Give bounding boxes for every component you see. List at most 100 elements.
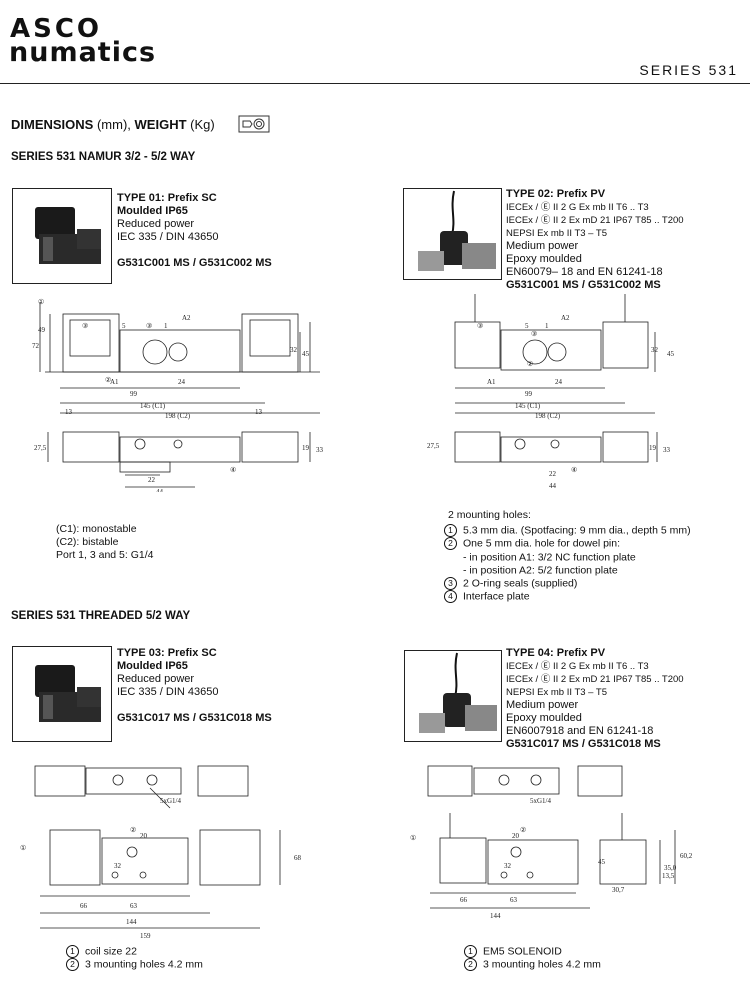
type04-line6: EN6007918 and EN 61241-18 — [506, 725, 654, 737]
dimensions-label: DIMENSIONS — [11, 117, 94, 132]
type03-line1: Reduced power — [117, 673, 195, 685]
type04-title: TYPE 04: Prefix PV — [506, 647, 606, 659]
type01-dimension-label: 49 — [38, 326, 46, 334]
type01-dimension-label: 198 (C2) — [165, 412, 191, 420]
mounting-note-text: - in position A1: 3/2 NC function plate — [463, 550, 636, 563]
type02-dimension-label: 33 — [663, 446, 671, 454]
series-title: SERIES 531 — [639, 62, 738, 78]
mounting-title: 2 mounting holes: — [448, 509, 531, 521]
type04-dimension-label: 144 — [490, 912, 501, 920]
type01-dimension-label: 13 — [255, 408, 263, 416]
weight-unit: (Kg) — [190, 117, 215, 132]
type02-dimension-label: A2 — [561, 314, 570, 322]
type01-codes: G531C001 MS / G531C002 MS — [117, 257, 272, 269]
type04-dimension-label: 66 — [460, 896, 468, 904]
type03-dimension-label: 20 — [140, 832, 148, 840]
type02-info: TYPE 02: Prefix PV IECEx / Ⓔ II 2 G Ex m… — [506, 188, 746, 292]
type02-line3: NEPSI Ex mb II T3 – T5 — [506, 228, 608, 239]
product-photo-type02 — [403, 188, 502, 280]
weight-label: WEIGHT — [134, 117, 187, 132]
type04-dimension-label: 32 — [504, 862, 512, 870]
brand-logo-numatics: numatics — [9, 37, 157, 68]
page-title: DIMENSIONS (mm), WEIGHT (Kg) — [11, 117, 215, 132]
type02-line4: Medium power — [506, 240, 579, 252]
note-ports: Port 1, 3 and 5: G1/4 — [56, 549, 154, 561]
type01-dimension-label: ④ — [230, 466, 236, 474]
type04-dimension-label: 20 — [512, 832, 520, 840]
type01-dimension-label: 24 — [178, 378, 186, 386]
type04-line5: Epoxy moulded — [506, 712, 582, 724]
notes-left-section1: (C1): monostable (C2): bistable Port 1, … — [56, 523, 153, 562]
type03-dimension-label: 32 — [114, 862, 122, 870]
type04-line3: NEPSI Ex mb II T3 – T5 — [506, 687, 608, 698]
type01-dimension-label: 33 — [316, 446, 324, 454]
type03-info: TYPE 03: Prefix SC Moulded IP65 Reduced … — [117, 647, 347, 725]
type02-dimension-label: 44 — [549, 482, 557, 490]
mounting-note-text: 5.3 mm dia. (Spotfacing: 9 mm dia., dept… — [463, 524, 691, 537]
type02-dimension-label: ④ — [571, 466, 577, 474]
type01-dimension-label: A2 — [182, 314, 191, 322]
type03-title: TYPE 03: Prefix SC — [117, 647, 217, 659]
type01-title: TYPE 01: Prefix SC — [117, 192, 217, 204]
note-c1: (C1): monostable — [56, 523, 137, 535]
mounting-notes: 1 5.3 mm dia. (Spotfacing: 9 mm dia., dep… — [444, 524, 691, 604]
type04-dimension-label: 5xG1/4 — [530, 797, 552, 805]
type04-codes: G531C017 MS / G531C018 MS — [506, 738, 661, 750]
type01-line1: Reduced power — [117, 218, 195, 230]
mounting-note-text: Interface plate — [463, 590, 530, 603]
product-photo-type03 — [12, 646, 112, 742]
type04-line4: Medium power — [506, 699, 579, 711]
type03-dimension-label: 68 — [294, 854, 302, 862]
type01-line2: IEC 335 / DIN 43650 — [117, 231, 219, 243]
weight-icon — [238, 115, 270, 133]
type01-dimension-label: ② — [105, 376, 111, 384]
type03-subtitle: Moulded IP65 — [117, 660, 188, 672]
type02-dimension-label: 22 — [549, 470, 557, 478]
callout-number-icon: 1 — [444, 524, 457, 537]
type02-dimension-label: 24 — [555, 378, 563, 386]
type03-dimension-label: 63 — [130, 902, 138, 910]
product-photo-type01 — [12, 188, 112, 284]
type01-dimension-label: 19 — [302, 444, 310, 452]
type04-dimension-label: 60,2 — [680, 852, 693, 860]
callout-number-icon: 1 — [66, 945, 79, 958]
type01-dimension-label: A1 — [110, 378, 119, 386]
type01-dimension-label: 5 — [122, 322, 126, 330]
type01-dimension-label: 13 — [65, 408, 73, 416]
mounting-note-row: 1 5.3 mm dia. (Spotfacing: 9 mm dia., dep… — [444, 524, 691, 537]
brand-logo-asco: ASCO — [10, 14, 103, 44]
type02-line5: Epoxy moulded — [506, 253, 582, 265]
type02-codes: G531C001 MS / G531C002 MS — [506, 279, 661, 291]
type01-subtitle: Moulded IP65 — [117, 205, 188, 217]
mounting-note-row: 4 Interface plate — [444, 590, 691, 604]
type01-dimension-label: 45 — [302, 350, 310, 358]
type01-dimension-label: ① — [38, 298, 44, 306]
type02-line2: IECEx / Ⓔ II 2 Ex mD 21 IP67 T85 .. T200 — [506, 215, 684, 226]
product-photo-type04 — [404, 650, 502, 742]
type02-dimension-label: 1 — [545, 322, 549, 330]
type02-dimension-label: 145 (C1) — [515, 402, 541, 410]
type01-dimension-label: ③ — [82, 322, 88, 330]
type01-dimension-label: 99 — [130, 390, 138, 398]
type02-title: TYPE 02: Prefix PV — [506, 188, 606, 200]
type03-dimension-label: 159 — [140, 932, 151, 938]
type02-dimension-label: ③ — [531, 330, 537, 338]
type04-dimension-label: 45 — [598, 858, 606, 866]
callout-number-icon: 3 — [444, 577, 457, 591]
type01-dimension-label: 27,5 — [34, 444, 47, 452]
type04-dimension-label: ② — [520, 826, 526, 834]
type04-line1: IECEx / Ⓔ II 2 G Ex mb II T6 .. T3 — [506, 661, 649, 672]
type03-dimension-label: ① — [20, 844, 26, 852]
callout-number-icon: 4 — [444, 590, 457, 604]
note-c2: (C2): bistable — [56, 536, 119, 548]
type02-dimension-label: 45 — [667, 350, 675, 358]
type01-dimension-label: 22 — [148, 476, 156, 484]
